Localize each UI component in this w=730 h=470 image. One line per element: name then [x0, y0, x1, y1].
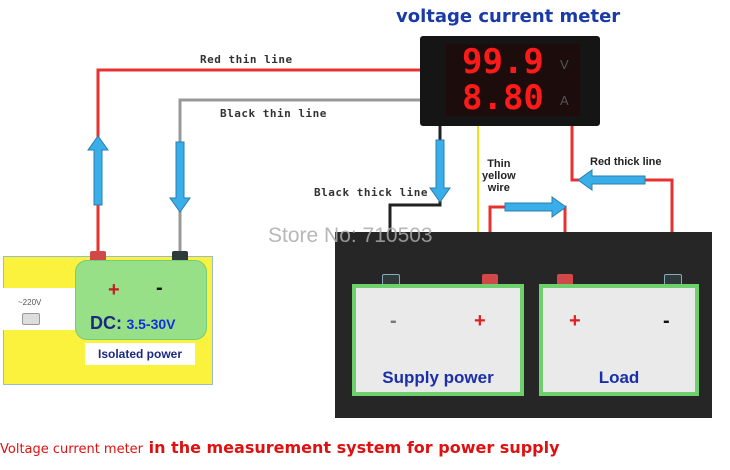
- current-reading: 8.80: [462, 78, 544, 118]
- yellow-wire-label-line: yellow: [482, 170, 516, 182]
- load-label: Load: [598, 368, 640, 387]
- arrow-left-icon: [577, 169, 646, 191]
- plug-area: [3, 288, 83, 330]
- supply-plus-terminal: [482, 274, 498, 285]
- supply-power-label: Supply power: [382, 368, 494, 387]
- arrow-down-icon: [429, 139, 451, 203]
- supply-power-box: - + Supply power: [352, 284, 524, 396]
- black-thick-line-label: Black thick line: [314, 186, 428, 199]
- yellow-wire-label-line: Thin: [487, 158, 511, 170]
- arrow-right-icon: [504, 196, 567, 218]
- plus-sign: +: [108, 279, 120, 301]
- load-box: + - Load: [539, 284, 699, 396]
- dc-range: 3.5-30V: [126, 316, 176, 332]
- caption: Voltage current meter in the measurement…: [0, 438, 560, 457]
- minus-sign: -: [390, 310, 397, 332]
- voltage-reading: 99.9: [462, 42, 544, 82]
- diagram-title: voltage current meter: [396, 6, 621, 27]
- voltage-current-meter: 99.9 V 8.80 A: [420, 36, 600, 126]
- isolated-power-label: Isolated power: [85, 343, 195, 365]
- watermark: Store No: 710503: [268, 224, 433, 247]
- yellow-wire-label-line: wire: [487, 182, 510, 194]
- dc-prefix: DC:: [90, 313, 122, 333]
- arrow-up-icon: [87, 135, 109, 206]
- plug-voltage-label: ~220V: [18, 298, 42, 307]
- isolated-plus-terminal: [90, 251, 106, 262]
- minus-sign: -: [663, 310, 670, 332]
- plus-sign: +: [474, 310, 486, 332]
- voltage-unit: V: [560, 57, 569, 72]
- isolated-power-source: + - DC: 3.5-30V: [75, 260, 207, 340]
- arrow-down-icon: [169, 141, 191, 213]
- current-unit: A: [560, 93, 569, 108]
- black-thin-line-label: Black thin line: [220, 107, 327, 120]
- plug-icon: [22, 313, 40, 325]
- plus-sign: +: [569, 310, 581, 332]
- red-thin-line-label: Red thin line: [200, 53, 293, 66]
- caption-part1: Voltage current meter: [0, 442, 144, 457]
- isolated-minus-terminal: [172, 251, 188, 262]
- yellow-wire-label: Thin yellow wire: [482, 158, 516, 194]
- red-thick-line-label: Red thick line: [590, 156, 662, 168]
- minus-sign: -: [156, 277, 163, 299]
- load-plus-terminal: [557, 274, 573, 285]
- caption-part2: in the measurement system for power supp…: [143, 438, 560, 457]
